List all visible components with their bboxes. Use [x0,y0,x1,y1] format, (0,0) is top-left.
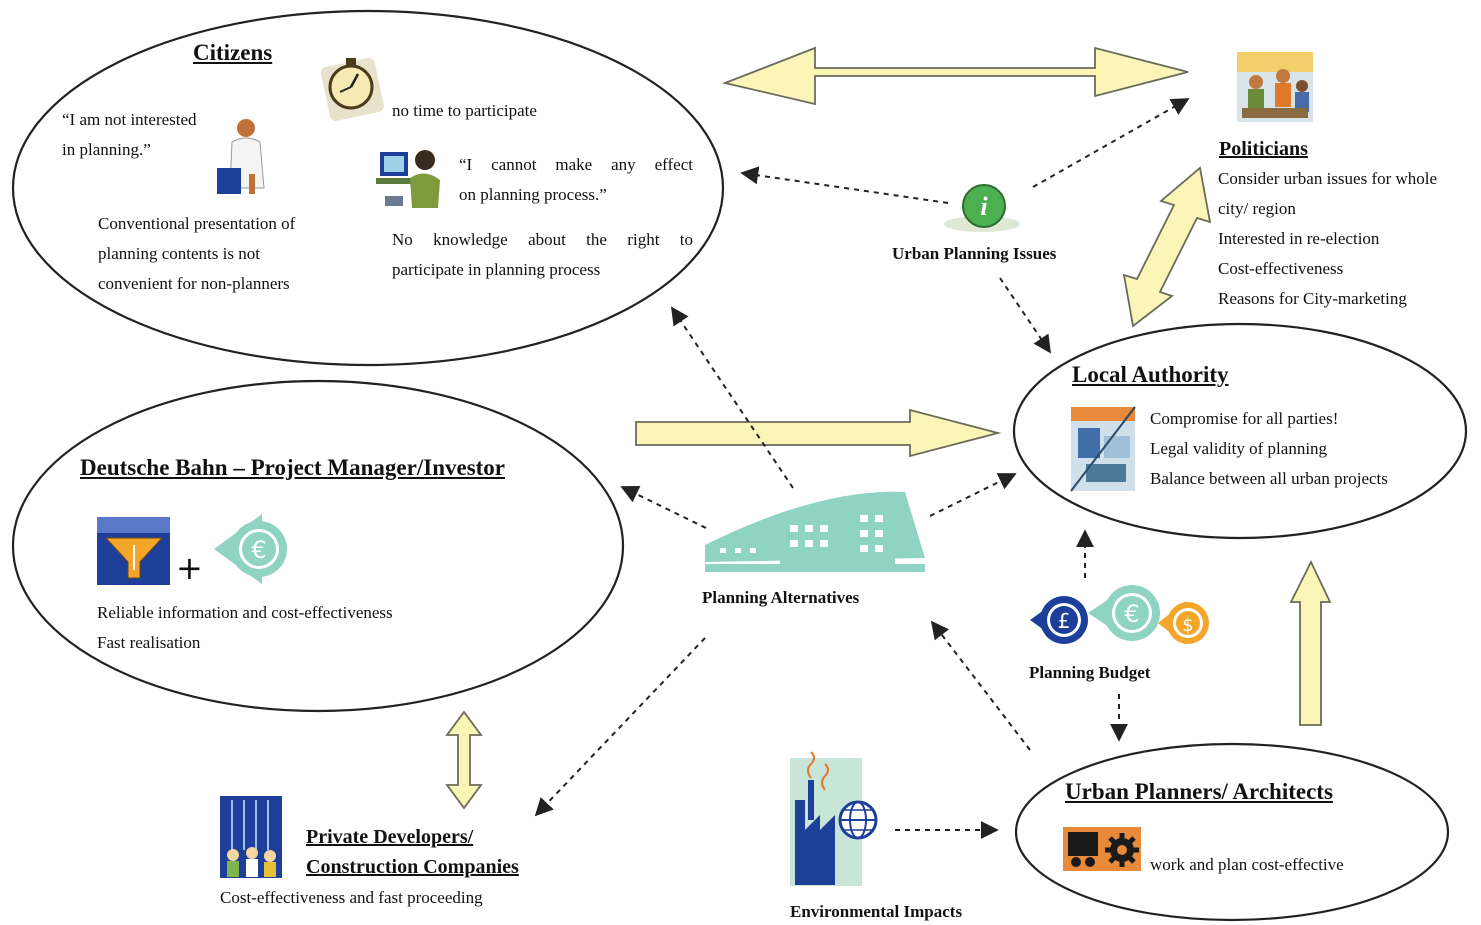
conventional-line3: convenient for non-planners [98,274,290,293]
factory-globe-icon [790,751,878,886]
quote-no-effect-line2: on planning process.” [459,185,607,204]
svg-text:€: € [1124,600,1139,628]
local-authority-ellipse [1012,322,1468,540]
local-authority-item-1: Compromise for all parties! [1150,409,1339,428]
buildings-icon [705,491,925,572]
urban-planners-ellipse [1014,742,1450,922]
environmental-impacts-label: Environmental Impacts [790,902,963,921]
dollar-icon: $ [1158,601,1209,645]
deutsche-bahn-ellipse [11,379,625,713]
citizens-ellipse [11,9,725,367]
stopwatch-icon [320,57,384,121]
politicians-item-2: city/ region [1218,199,1296,218]
urban-planning-issues-label: Urban Planning Issues [892,244,1057,263]
bahn-private-double-arrow [445,710,483,810]
citizens-politicians-double-arrow [721,46,1189,106]
alternatives-to-local-authority-arrow [929,473,1017,517]
deutsche-bahn-item-1: Reliable information and cost-effectiven… [97,603,393,622]
private-developers-subtitle: Cost-effectiveness and fast proceeding [220,888,483,907]
svg-text:€: € [251,536,266,564]
funnel-icon [97,517,170,585]
quote-not-interested-line2: in planning.” [62,140,151,159]
politicians-item-5: Reasons for City-marketing [1218,289,1407,308]
issues-to-citizens-arrow [740,166,949,204]
no-time-text: no time to participate [392,101,537,120]
planning-alternatives-label: Planning Alternatives [702,588,860,607]
computer-user-icon [376,150,440,208]
local-authority-title: Local Authority [1072,362,1229,387]
local-authority-item-2: Legal validity of planning [1150,439,1328,458]
bahn-to-local-authority-arrow [635,408,1002,458]
quote-no-effect-line1: “I cannot make any effect [459,155,693,174]
deutsche-bahn-title: Deutsche Bahn – Project Manager/Investor [80,455,506,480]
svg-text:£: £ [1058,609,1071,633]
svg-text:$: $ [1182,615,1193,636]
quote-not-interested-line1: “I am not interested [62,110,197,129]
doctor-icon [217,119,265,194]
urban-planners-item: work and plan cost-effective [1150,855,1344,874]
alternatives-to-citizens-arrow [670,306,794,489]
planning-budget-label: Planning Budget [1029,663,1151,682]
construction-workers-icon [220,796,282,878]
issues-to-local-authority-arrow [999,277,1052,354]
politicians-item-4: Cost-effectiveness [1218,259,1344,278]
conventional-line1: Conventional presentation of [98,214,296,233]
plus-sign: + [176,549,203,587]
svg-text:i: i [980,192,988,221]
no-knowledge-line1: No knowledge about the right to [392,230,693,249]
urban-planners-title: Urban Planners/ Architects [1065,779,1333,804]
conventional-line2: planning contents is not [98,244,260,263]
no-knowledge-line2: participate in planning process [392,260,601,279]
citizens-title: Citizens [193,40,273,65]
pound-icon: £ [1030,596,1088,644]
planners-to-local-authority-arrow [1289,559,1332,726]
planners-to-alternatives-arrow [930,620,1031,751]
private-developers-title-line1: Private Developers/ [306,826,474,848]
alternatives-to-private-arrow [534,637,706,817]
info-icon: i [944,184,1020,232]
local-authority-item-3: Balance between all urban projects [1150,469,1388,488]
deutsche-bahn-item-2: Fast realisation [97,633,201,652]
euro-icon: € [1088,585,1160,641]
alternatives-to-bahn-arrow [620,486,707,529]
gear-tools-icon [1063,827,1141,871]
politicians-local-authority-double-arrow [1122,166,1212,328]
politicians-title: Politicians [1219,138,1308,160]
planning-map-icon [1070,406,1136,492]
politicians-item-1: Consider urban issues for whole [1218,169,1438,188]
euro-icon: € [214,514,287,584]
politicians-item-3: Interested in re-election [1218,229,1380,248]
meeting-people-icon [1237,52,1313,122]
issues-to-politicians-arrow [1032,98,1190,188]
private-developers-title-line2: Construction Companies [306,856,519,878]
